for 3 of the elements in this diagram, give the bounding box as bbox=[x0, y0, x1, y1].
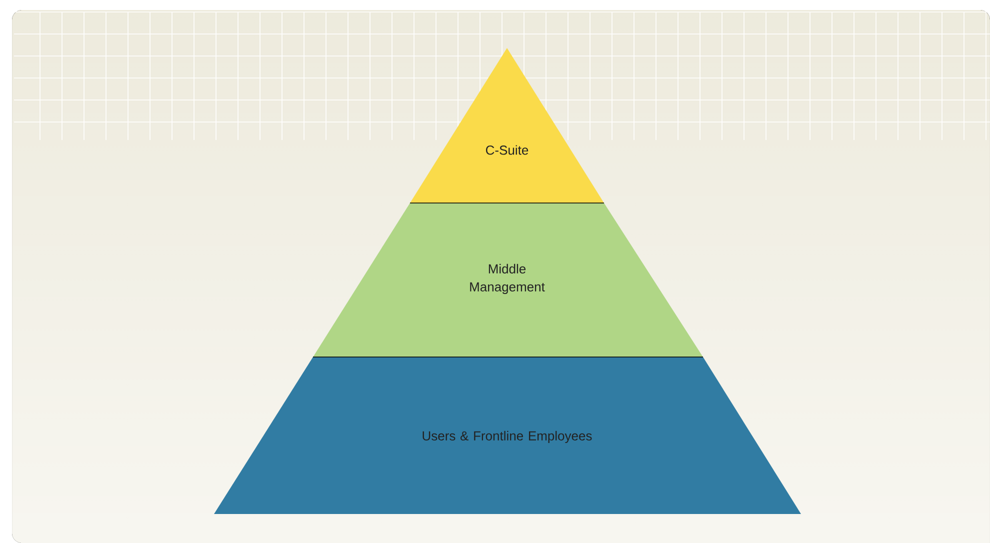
pyramid-tier: C-Suite bbox=[410, 48, 604, 203]
pyramid-tier: Users & Frontline Employees bbox=[214, 357, 801, 514]
pyramid-tier: Middle Management bbox=[313, 202, 703, 357]
